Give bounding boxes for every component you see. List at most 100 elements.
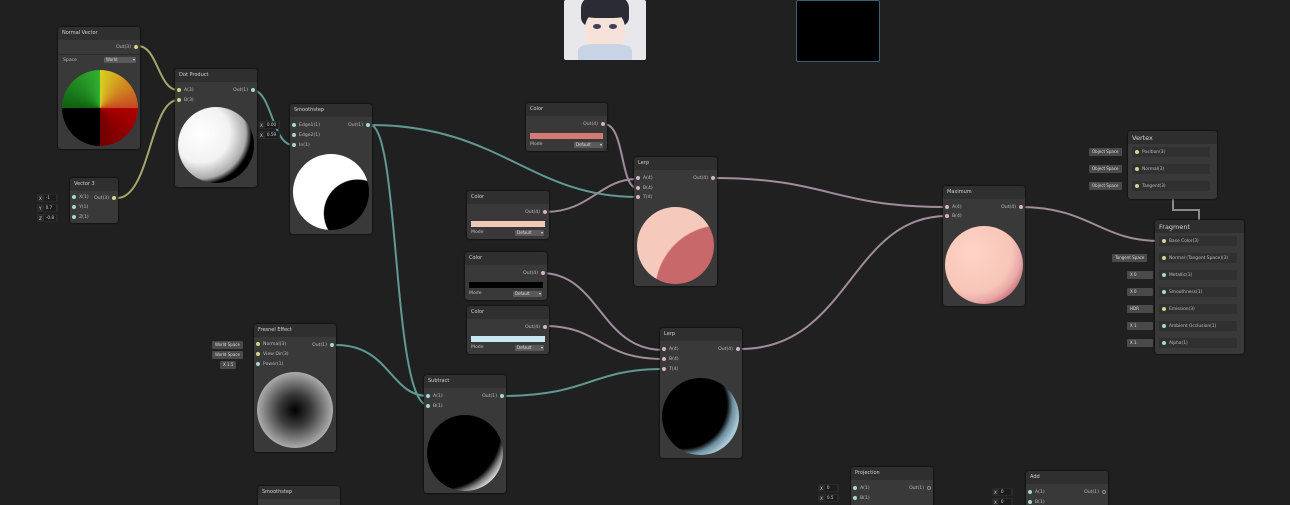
master-vertex[interactable]: Vertex Position(3) Normal(3) Tangent(3) <box>1128 131 1217 199</box>
color-swatch[interactable] <box>469 282 543 288</box>
output-port[interactable] <box>541 271 545 275</box>
vertex-tangent-space[interactable]: Object Space <box>1089 182 1122 190</box>
input-port[interactable] <box>256 362 260 366</box>
fragment-normal-slot[interactable]: Normal (Tangent Space)(3) <box>1159 253 1237 263</box>
input-port[interactable] <box>177 88 181 92</box>
color-swatch[interactable] <box>530 133 603 139</box>
output-port[interactable] <box>251 88 255 92</box>
fragment-metallic-field[interactable]: X 0 <box>1127 271 1153 279</box>
input-port[interactable] <box>256 352 260 356</box>
vertex-tangent-slot[interactable]: Tangent(3) <box>1132 181 1210 191</box>
output-port[interactable] <box>1102 490 1106 494</box>
input-port[interactable] <box>636 195 640 199</box>
fresnel-viewdir-space[interactable]: World Space <box>212 351 243 359</box>
input-port[interactable] <box>256 342 260 346</box>
output-port[interactable] <box>543 325 547 329</box>
input-port[interactable] <box>853 496 857 500</box>
black-preview <box>796 0 880 62</box>
input-port[interactable] <box>292 123 296 127</box>
fresnel-power-field[interactable]: X 1.5 <box>220 361 237 369</box>
color-swatch[interactable] <box>471 336 545 342</box>
node-color-black[interactable]: Color Out(4) Mode Default <box>465 252 547 300</box>
input-port[interactable] <box>292 143 296 147</box>
mode-dropdown[interactable]: Default <box>515 345 544 351</box>
node-smoothstep[interactable]: Smoothstep Edge1(1) Edge2(1) In(1) Out(1… <box>290 104 372 234</box>
node-fresnel-effect[interactable]: Fresnel Effect Normal(3) View Dir(3) Pow… <box>254 324 336 452</box>
input-port[interactable] <box>636 186 640 190</box>
fragment-ao-slot[interactable]: Ambient Occlusion(1) <box>1159 321 1237 331</box>
node-color-top[interactable]: Color Out(4) Mode Default <box>526 103 607 151</box>
input-port[interactable] <box>72 215 76 219</box>
node-dot-product[interactable]: Dot Product A(3) B(3) Out(1) <box>175 69 257 187</box>
input-port[interactable] <box>662 347 666 351</box>
mode-dropdown[interactable]: Default <box>513 291 542 297</box>
input-port[interactable] <box>945 214 949 218</box>
node-smoothstep-bottom[interactable]: Smoothstep <box>258 486 340 505</box>
input-port[interactable] <box>853 486 857 490</box>
fragment-emission-slot[interactable]: Emission(3) <box>1159 304 1237 314</box>
vertex-position-slot[interactable]: Position(3) <box>1132 147 1210 157</box>
node-color-blue[interactable]: Color Out(4) Mode Default <box>467 306 549 354</box>
output-port[interactable] <box>927 486 931 490</box>
master-fragment[interactable]: Fragment Base Color(3) Normal (Tangent S… <box>1155 220 1244 354</box>
output-port[interactable] <box>500 394 504 398</box>
input-port[interactable] <box>662 357 666 361</box>
node-vector3[interactable]: Vector 3 X(1) Y(1) Z(1) Out(3) <box>70 178 118 223</box>
fragment-metallic-slot[interactable]: Metallic(1) <box>1159 270 1237 280</box>
vertex-normal-slot[interactable]: Normal(3) <box>1132 164 1210 174</box>
fragment-basecolor-slot[interactable]: Base Color(3) <box>1159 236 1237 246</box>
node-add[interactable]: Add A(1) B(1) Out(1) <box>1026 471 1108 505</box>
output-port[interactable] <box>543 210 547 214</box>
input-port[interactable] <box>292 133 296 137</box>
input-port[interactable] <box>177 98 181 102</box>
node-lerp-2[interactable]: Lerp A(4) B(4) T(4) Out(4) <box>660 328 742 458</box>
fragment-emission-hdr[interactable]: HDR <box>1127 305 1153 313</box>
fragment-smoothness-slot[interactable]: Smoothness(1) <box>1159 287 1237 297</box>
input-port[interactable] <box>426 394 430 398</box>
fragment-alpha-field[interactable]: X 1 <box>1127 339 1153 347</box>
input-port[interactable] <box>636 176 640 180</box>
fragment-alpha-slot[interactable]: Alpha(1) <box>1159 338 1237 348</box>
input-port[interactable] <box>662 367 666 371</box>
node-projection[interactable]: Projection A(1) B(1) Out(1) <box>851 467 933 505</box>
input-port[interactable] <box>72 195 76 199</box>
input-port[interactable] <box>72 205 76 209</box>
output-port[interactable] <box>134 45 138 49</box>
node-normal-vector[interactable]: Normal Vector Out(3) Space World <box>58 27 140 149</box>
fresnel-normal-space[interactable]: World Space <box>212 341 243 349</box>
port-label: A(4) <box>952 204 962 210</box>
space-dropdown[interactable]: World <box>104 57 136 63</box>
fragment-smoothness-field[interactable]: X 0 <box>1127 288 1153 296</box>
output-port[interactable] <box>711 176 715 180</box>
input-port[interactable] <box>1028 490 1032 494</box>
node-color-peach[interactable]: Color Out(4) Mode Default <box>467 191 549 239</box>
vector3-z-field[interactable]: Z-0.8 <box>37 214 59 222</box>
output-port[interactable] <box>330 343 334 347</box>
input-port[interactable] <box>426 404 430 408</box>
vertex-position-space[interactable]: Object Space <box>1089 148 1122 156</box>
output-port[interactable] <box>366 123 370 127</box>
output-port[interactable] <box>736 347 740 351</box>
output-port[interactable] <box>1019 205 1023 209</box>
color-swatch[interactable] <box>471 221 545 227</box>
output-port[interactable] <box>112 196 116 200</box>
output-port[interactable] <box>601 122 605 126</box>
node-subtract[interactable]: Subtract A(1) B(1) Out(1) <box>424 375 506 493</box>
mode-dropdown[interactable]: Default <box>574 142 603 148</box>
vertex-normal-space[interactable]: Object Space <box>1089 165 1122 173</box>
input-port[interactable] <box>945 205 949 209</box>
fragment-ao-field[interactable]: X 1 <box>1127 322 1153 330</box>
vector3-x-field[interactable]: X-1 <box>37 194 58 202</box>
mode-dropdown[interactable]: Default <box>515 230 544 236</box>
fragment-normal-space[interactable]: Tangent Space <box>1112 254 1148 262</box>
node-lerp-1[interactable]: Lerp A(4) B(4) T(4) Out(4) <box>634 157 717 286</box>
node-maximum[interactable]: Maximum A(4) B(4) Out(4) <box>943 186 1025 306</box>
input-port[interactable] <box>1028 500 1032 504</box>
